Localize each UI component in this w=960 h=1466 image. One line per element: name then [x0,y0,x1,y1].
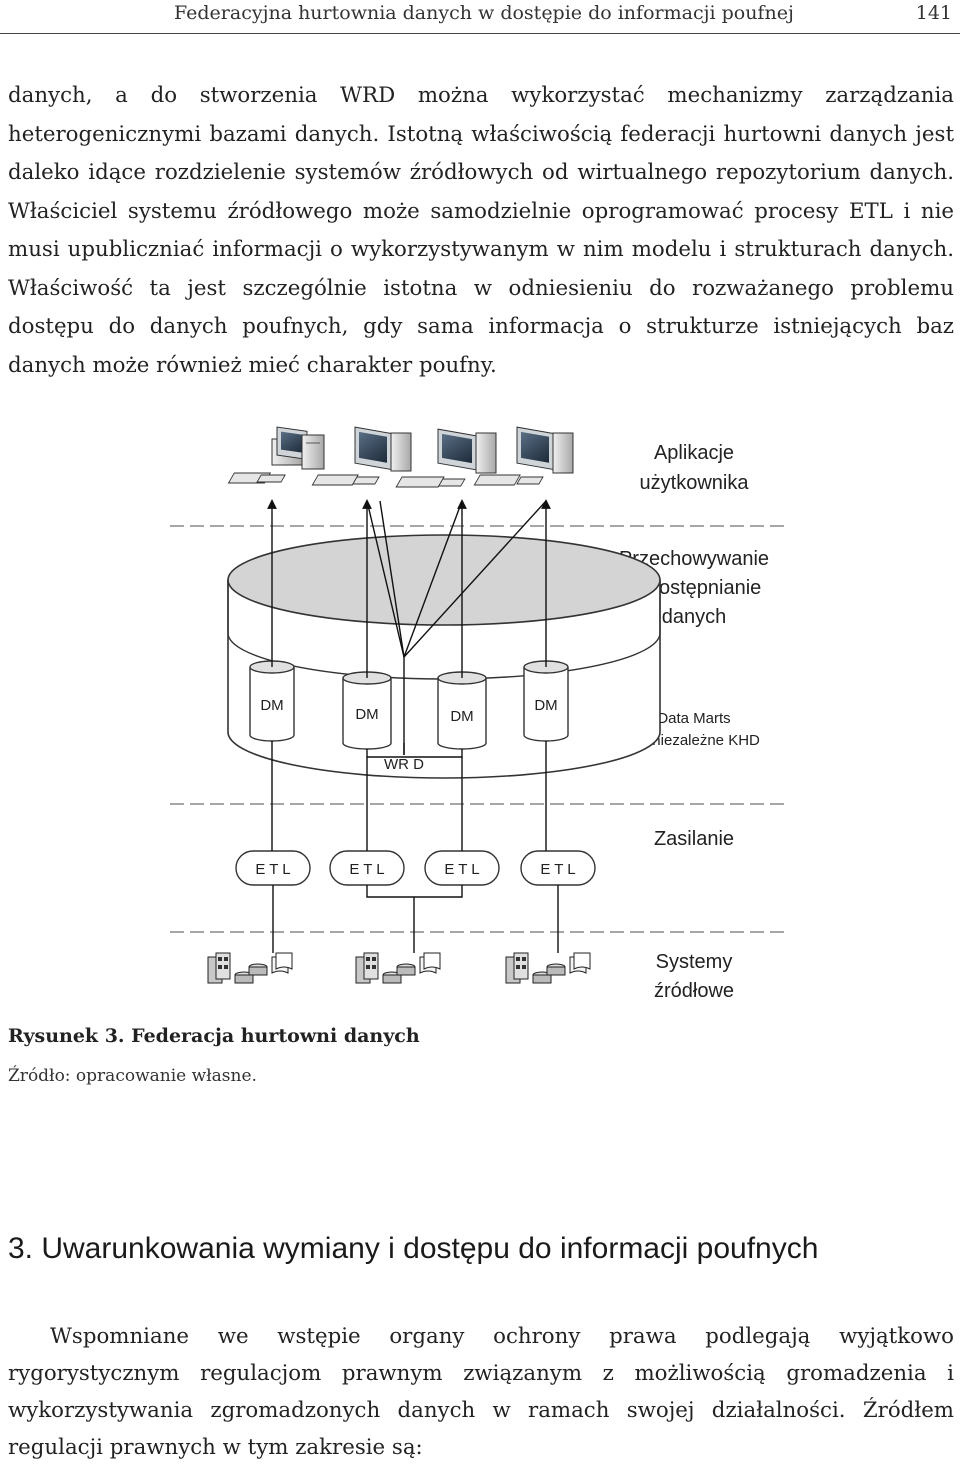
header-rule [0,33,960,34]
database-icon [532,963,566,984]
source-system-group [355,952,441,984]
app-access-arrows [267,499,551,678]
running-title: Federacyjna hurtownia danych w dostępie … [174,2,794,24]
server-icon [207,952,231,984]
etl-label: E T L [255,861,290,878]
sources-label-line2: źródłowe [654,980,734,1002]
workstation-icon [227,426,325,484]
etl-label: E T L [349,861,384,878]
etl-box: E T L [520,850,596,886]
etl-label: E T L [444,861,479,878]
feed-label: Zasilanie [654,828,734,850]
workstation-icon [395,428,497,488]
storage-label-line3: danych [662,606,727,628]
source-system-group [505,952,591,984]
page-number: 141 [915,2,952,24]
document-icon [419,952,441,974]
data-mart: DM [437,671,487,750]
etl-label: E T L [540,861,575,878]
figure-caption: Rysunek 3. Federacja hurtowni danych [8,1025,420,1047]
running-header: Federacyjna hurtownia danych w dostępie … [0,0,960,36]
etl-box: E T L [329,850,405,886]
wrd-storage-cylinder [227,534,661,779]
data-mart: DM [523,660,569,742]
data-mart-label: DM [355,706,378,723]
intro-paragraph: danych, a do stworzenia WRD można wykorz… [8,83,954,378]
wrd-label: WR D [384,756,424,773]
federation-diagram: Aplikacje użytkownika Przechowywanie i u… [170,426,790,1002]
server-icon [505,952,529,984]
figure-source: Źródło: opracowanie własne. [8,1066,257,1086]
body-paragraph: Wspomniane we wstępie organy ochrony pra… [8,1324,954,1460]
workstation-icon [311,426,412,486]
apps-label-line2: użytkownika [640,472,750,494]
marts-label-line2: lub niezależne KHD [628,732,760,749]
document-icon [569,952,591,974]
storage-label-line1: Przechowywanie [619,548,769,570]
data-mart: DM [249,660,295,742]
section-heading: 3. Uwarunkowania wymiany i dostępu do in… [8,1232,819,1265]
sources-label-line1: Systemy [656,951,733,973]
apps-label-line1: Aplikacje [654,442,734,464]
data-mart: DM [342,671,392,750]
workstation-icon [473,426,574,486]
database-icon [382,963,416,984]
etl-box: E T L [424,850,500,886]
marts-label-line1: Data Marts [657,710,730,727]
database-icon [234,963,268,984]
etl-feed-lines [271,741,547,851]
shared-access-lines [366,500,547,755]
document-icon [271,952,293,974]
data-mart-label: DM [450,708,473,725]
etl-box: E T L [235,850,311,886]
data-mart-label: DM [260,697,283,714]
server-icon [355,952,379,984]
source-system-group [207,952,293,984]
source-feed-lines [272,885,559,953]
data-mart-label: DM [534,697,557,714]
